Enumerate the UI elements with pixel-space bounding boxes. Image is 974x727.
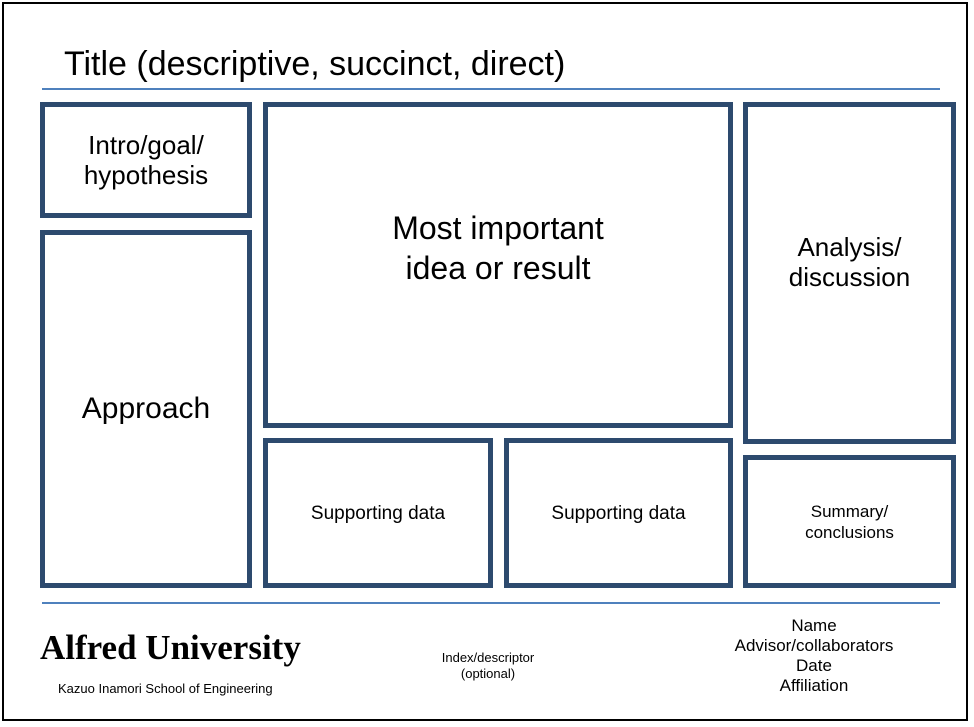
main-result-box: Most important idea or result	[263, 102, 733, 428]
footer-divider	[42, 602, 940, 604]
supporting-data-label-1: Supporting data	[310, 502, 446, 524]
summary-box: Summary/ conclusions	[743, 455, 956, 588]
analysis-box: Analysis/ discussion	[743, 102, 956, 444]
school-name: Kazuo Inamori School of Engineering	[58, 681, 273, 696]
university-logo-text: Alfred University	[40, 628, 301, 667]
approach-box: Approach	[40, 230, 252, 588]
supporting-data-box-2: Supporting data	[504, 438, 733, 588]
analysis-label: Analysis/ discussion	[788, 232, 911, 292]
author-name: Name	[791, 616, 837, 635]
author-affiliation: Affiliation	[779, 676, 849, 695]
intro-label: Intro/goal/ hypothesis	[83, 130, 209, 190]
main-result-label: Most important idea or result	[392, 210, 604, 286]
index-descriptor: Index/descriptor (optional)	[441, 650, 535, 681]
poster-title: Title (descriptive, succinct, direct)	[64, 45, 566, 83]
intro-box: Intro/goal/ hypothesis	[40, 102, 252, 218]
supporting-data-box-1: Supporting data	[263, 438, 493, 588]
approach-label: Approach	[81, 392, 211, 425]
author-block: Name Advisor/collaborators Date Affiliat…	[694, 616, 934, 696]
author-collaborators: Advisor/collaborators	[734, 636, 894, 655]
author-date: Date	[796, 656, 832, 675]
supporting-data-label-2: Supporting data	[551, 502, 686, 524]
title-divider	[42, 88, 940, 90]
summary-label: Summary/ conclusions	[805, 501, 894, 542]
